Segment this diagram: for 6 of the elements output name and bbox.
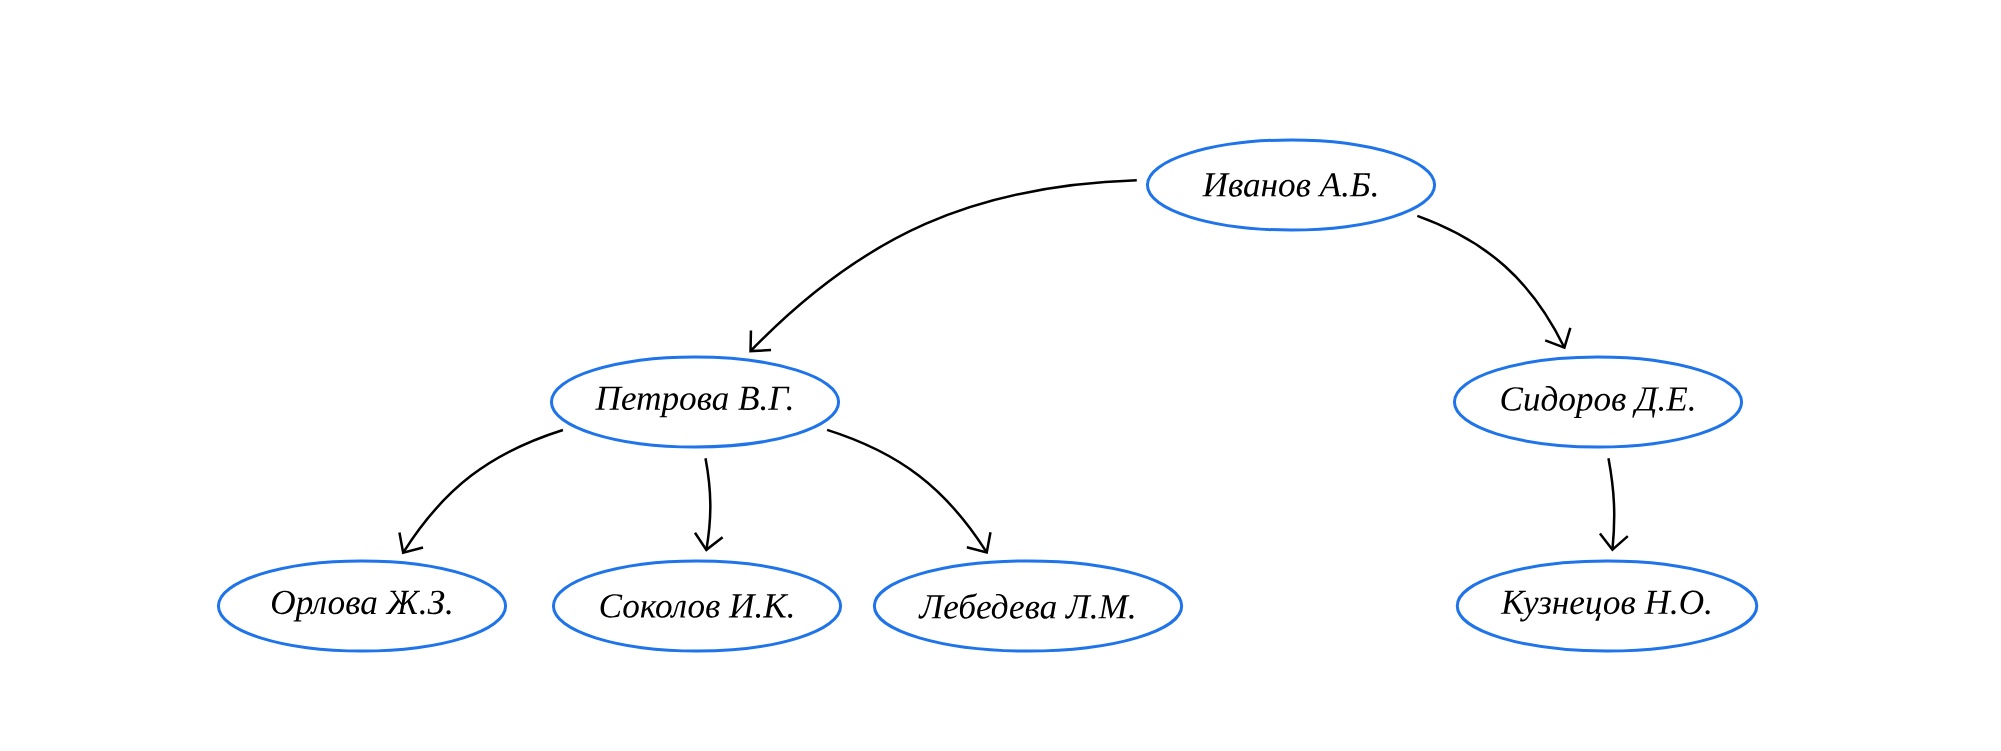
arrow xyxy=(398,428,564,555)
arrow xyxy=(826,428,992,554)
arrow xyxy=(749,179,1137,353)
arrow xyxy=(1598,458,1629,552)
arrow xyxy=(1416,214,1572,350)
arrow xyxy=(693,458,724,552)
